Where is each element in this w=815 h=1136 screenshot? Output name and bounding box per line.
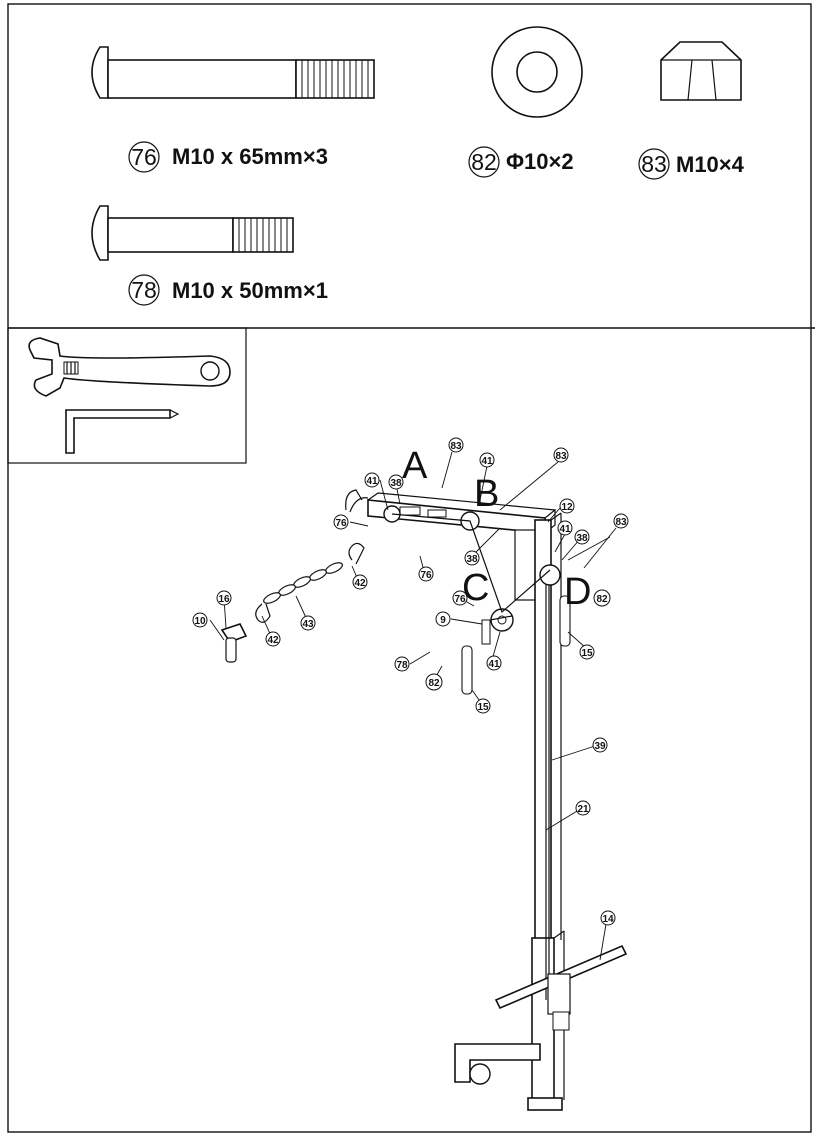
part-number-circle [128, 141, 160, 173]
outer-border [7, 3, 812, 1133]
svg-text:76: 76 [335, 518, 347, 529]
hardware-spec: M10 x 65mm×3 [172, 144, 328, 169]
callout-38: 38 [388, 474, 404, 490]
callout-42: 42 [265, 631, 281, 647]
svg-text:12: 12 [561, 502, 573, 513]
part-number: 82 [471, 149, 497, 175]
step-letter-a: A [402, 445, 428, 487]
step-letter-c: C [462, 567, 489, 609]
svg-text:41: 41 [481, 456, 493, 467]
svg-text:16: 16 [218, 594, 230, 605]
callout-83: 83 [613, 513, 629, 529]
hardware-item-83: 83 M10×4 [638, 148, 745, 180]
part-number: 83 [641, 151, 667, 177]
svg-text:82: 82 [428, 678, 440, 689]
svg-text:76: 76 [420, 570, 432, 581]
part-number-circle [128, 274, 160, 306]
hardware-spec: M10×4 [676, 152, 745, 177]
callout-15: 15 [579, 644, 595, 660]
chain-assembly [220, 542, 365, 663]
svg-text:41: 41 [366, 476, 378, 487]
step-letter-b: B [474, 473, 499, 515]
tools-box [7, 327, 247, 464]
svg-text:15: 15 [581, 648, 593, 659]
callout-76: 76 [418, 566, 434, 582]
bolt-78-icon [91, 205, 294, 261]
hardware-spec: Φ10×2 [506, 149, 574, 174]
callout-38: 38 [464, 550, 480, 566]
part-number: 78 [131, 277, 157, 303]
callout-43: 43 [300, 615, 316, 631]
part-number-circle [638, 148, 670, 180]
hardware-item-82: 82 Φ10×2 [468, 146, 574, 178]
svg-text:21: 21 [577, 804, 589, 815]
callout-14: 14 [600, 910, 616, 926]
part-number: 76 [131, 144, 157, 170]
svg-text:83: 83 [555, 451, 567, 462]
svg-text:38: 38 [466, 554, 478, 565]
callout-21: 21 [575, 800, 591, 816]
svg-text:41: 41 [559, 524, 571, 535]
bolt-76-icon [91, 46, 375, 99]
callout-38: 38 [574, 529, 590, 545]
svg-text:78: 78 [396, 660, 408, 671]
svg-text:10: 10 [194, 616, 206, 627]
hardware-item-76: 76 M10 x 65mm×3 [128, 141, 328, 173]
callout-83: 83 [553, 447, 569, 463]
nut-83-icon [660, 41, 742, 101]
machine-frame [345, 489, 628, 1111]
svg-text:9: 9 [440, 615, 446, 626]
hardware-spec: M10 x 50mm×1 [172, 278, 328, 303]
callout-83: 83 [448, 437, 464, 453]
callout-78: 78 [394, 656, 410, 672]
svg-text:42: 42 [267, 635, 279, 646]
callout-76: 76 [452, 590, 468, 606]
part-number-circle [468, 146, 500, 178]
svg-text:14: 14 [602, 914, 614, 925]
washer-82-icon [491, 26, 583, 118]
svg-text:41: 41 [488, 659, 500, 670]
leader-lines [209, 451, 617, 961]
callout-12: 12 [559, 498, 575, 514]
svg-text:83: 83 [450, 441, 462, 452]
callout-41: 41 [557, 520, 573, 536]
svg-text:42: 42 [354, 578, 366, 589]
callout-76: 76 [333, 514, 349, 530]
callout-16: 16 [216, 590, 232, 606]
svg-text:82: 82 [596, 594, 608, 605]
svg-text:15: 15 [477, 702, 489, 713]
callout-42: 42 [352, 574, 368, 590]
callout-41: 41 [364, 472, 380, 488]
callout-41: 41 [486, 655, 502, 671]
svg-text:39: 39 [594, 741, 606, 752]
svg-text:38: 38 [390, 478, 402, 489]
hex-key-icon [65, 409, 180, 454]
wrench-icon [28, 337, 231, 397]
svg-text:43: 43 [302, 619, 314, 630]
callout-82: 82 [425, 673, 443, 691]
hardware-item-78: 78 M10 x 50mm×1 [128, 274, 328, 306]
svg-text:76: 76 [454, 594, 466, 605]
callout-82: 82 [593, 589, 611, 607]
callout-39: 39 [592, 737, 608, 753]
svg-text:83: 83 [615, 517, 627, 528]
callout-9: 9 [435, 611, 451, 627]
svg-text:38: 38 [576, 533, 588, 544]
callout-41: 41 [479, 452, 495, 468]
callout-10: 10 [192, 612, 208, 628]
step-letter-d: D [564, 571, 591, 613]
callout-15: 15 [475, 698, 491, 714]
